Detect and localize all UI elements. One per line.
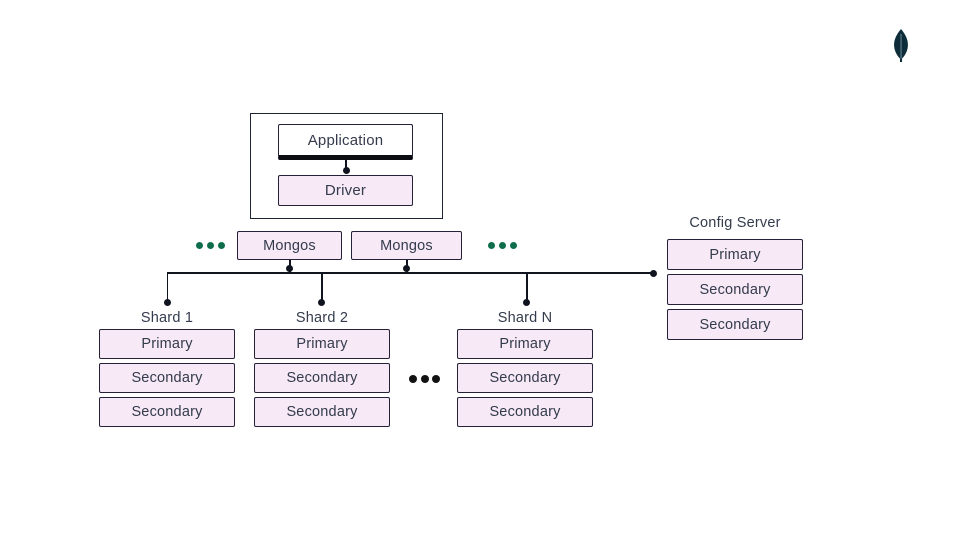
shard-n-secondary-node-2: Secondary (457, 397, 593, 427)
shard-1-secondary-node-1: Secondary (99, 363, 235, 393)
shard-1-drop-line (166, 272, 168, 303)
shard-n-primary-label: Primary (499, 336, 551, 352)
config-server-secondary-node-2: Secondary (667, 309, 803, 340)
shard-1-drop-dot (163, 299, 171, 306)
cluster-bus-line (167, 272, 654, 274)
shard-1-secondary-1-label: Secondary (131, 370, 203, 386)
app-driver-connector-line (345, 160, 347, 169)
shard-2-secondary-1-label: Secondary (286, 370, 358, 386)
config-server-secondary-1-label: Secondary (699, 281, 771, 298)
mongos-node-2: Mongos (351, 231, 462, 260)
shard-2-primary-node: Primary (254, 329, 390, 359)
mongos-node-1: Mongos (237, 231, 342, 260)
mongos-2-connector-dot (403, 265, 410, 272)
shard-2-secondary-node-1: Secondary (254, 363, 390, 393)
more-shards-ellipsis-icon (409, 375, 440, 383)
application-label: Application (307, 131, 384, 149)
shard-n-secondary-1-label: Secondary (489, 370, 561, 386)
shard-n-title: Shard N (497, 310, 553, 326)
shard-2-drop-line (321, 272, 323, 303)
config-server-title: Config Server (689, 215, 781, 231)
shard-n-drop-dot (523, 299, 530, 306)
shard-n-secondary-2-label: Secondary (489, 404, 561, 420)
config-server-primary-label: Primary (709, 246, 761, 263)
shard-1-secondary-2-label: Secondary (131, 404, 203, 420)
app-driver-connector-dot (342, 166, 350, 174)
shard-n-drop-line (526, 272, 528, 303)
application-node: Application (278, 124, 413, 160)
shard-2-drop-dot (318, 299, 325, 306)
mongodb-leaf-icon (894, 29, 908, 62)
config-server-secondary-2-label: Secondary (699, 316, 771, 333)
mongos-2-label: Mongos (380, 237, 433, 254)
shard-n-primary-node: Primary (457, 329, 593, 359)
shard-1-primary-node: Primary (99, 329, 235, 359)
more-mongos-left-ellipsis-icon (196, 242, 225, 249)
shard-2-title: Shard 2 (295, 310, 349, 326)
mongos-1-label: Mongos (263, 237, 316, 254)
shard-2-secondary-2-label: Secondary (286, 404, 358, 420)
shard-2-secondary-node-2: Secondary (254, 397, 390, 427)
bus-config-server-dot (650, 269, 657, 277)
shard-1-secondary-node-2: Secondary (99, 397, 235, 427)
more-mongos-right-ellipsis-icon (488, 242, 517, 249)
driver-label: Driver (324, 182, 367, 199)
config-server-primary-node: Primary (667, 239, 803, 270)
shard-n-secondary-node-1: Secondary (457, 363, 593, 393)
shard-1-title: Shard 1 (140, 310, 194, 326)
config-server-secondary-node-1: Secondary (667, 274, 803, 305)
mongos-1-connector-dot (286, 265, 293, 272)
driver-node: Driver (278, 175, 413, 206)
shard-2-primary-label: Primary (296, 336, 348, 352)
shard-1-primary-label: Primary (141, 336, 193, 352)
